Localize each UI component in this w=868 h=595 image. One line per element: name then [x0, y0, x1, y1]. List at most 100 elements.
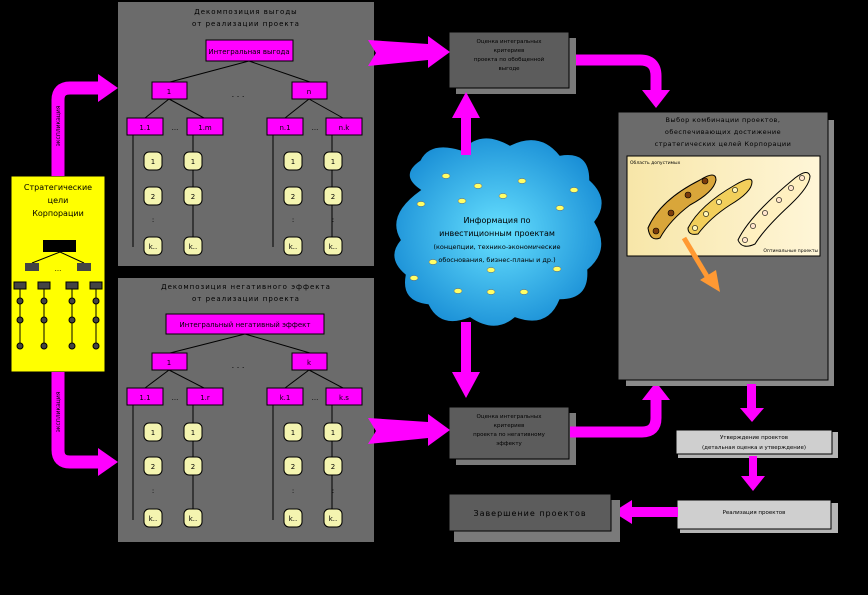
svg-text::: :: [192, 487, 194, 495]
approve-line-1: Утверждение проектов: [720, 435, 788, 441]
benefit-l1-n: n: [307, 88, 311, 96]
negative-l2-1-1: 1.1: [139, 394, 150, 402]
cloud-line-2: инвестиционным проектам: [439, 229, 555, 238]
panel-to-eval-arrows: [368, 36, 450, 446]
svg-text:...: ...: [172, 124, 179, 132]
benefit-leaf: 2: [191, 193, 195, 201]
mini-dots: ...: [55, 265, 62, 273]
strategic-goals-title-2: цели: [48, 196, 69, 205]
svg-text::: :: [152, 216, 154, 224]
selection-title-1: Выбор комбинации проектов,: [666, 116, 781, 124]
negative-root-node: Интегральный негативный эффект: [180, 321, 311, 329]
negative-title-2: от реализации проекта: [192, 295, 300, 303]
implement-to-finish-arrow: [613, 500, 678, 524]
eval-benefit-line-3: проекта по обобщенной: [474, 56, 545, 63]
optimization-arrow: [681, 236, 720, 292]
eval-to-selection-arrows: [570, 54, 670, 438]
benefit-l2-1-m: 1.m: [198, 124, 212, 132]
eval-benefit-line-4: выгоде: [498, 66, 520, 72]
decompose-label-top: экспликация: [55, 105, 62, 146]
benefit-l2-1-1: 1.1: [139, 124, 150, 132]
benefit-title-1: Декомпозиция выгоды: [194, 8, 297, 16]
benefit-title-2: от реализации проекта: [192, 20, 300, 28]
negative-l1-k: k: [307, 359, 312, 367]
cloud-eval-arrows: [452, 92, 480, 398]
benefit-l2-n-1: n.1: [279, 124, 290, 132]
benefit-leaf: k..: [289, 243, 298, 251]
decompose-label-bottom: экспликация: [55, 391, 62, 432]
benefit-leaf: 1: [331, 158, 335, 166]
selection-title-2: обеспечивающих достижение: [665, 128, 781, 136]
benefit-leaf: 1: [291, 158, 295, 166]
benefit-leaf: k..: [149, 243, 158, 251]
benefit-leaf: 2: [331, 193, 335, 201]
svg-text::: :: [292, 216, 294, 224]
benefit-leaf: 1: [151, 158, 155, 166]
negative-leaf: 2: [291, 463, 295, 471]
svg-text:...: ...: [172, 394, 179, 402]
benefit-leaf: 2: [291, 193, 295, 201]
svg-text::: :: [292, 487, 294, 495]
strategic-goals-box: Стратегические цели Корпорации ...: [10, 175, 106, 373]
eval-negative-box: Оценка интегральных критериев проекта по…: [448, 406, 576, 465]
negative-leaf: k..: [149, 515, 158, 523]
eval-negative-line-3: проекта по негативному: [473, 432, 546, 438]
svg-text:...: ...: [312, 124, 319, 132]
svg-text::: :: [192, 216, 194, 224]
negative-leaf: 2: [191, 463, 195, 471]
eval-benefit-box: Оценка интегральных критериев проекта по…: [448, 31, 576, 94]
negative-l1-1: 1: [167, 359, 171, 367]
eval-negative-line-1: Оценка интегральных: [477, 414, 543, 420]
left-arrows: экспликация экспликация: [51, 74, 118, 476]
implement-label: Реализация проектов: [723, 510, 786, 516]
benefit-root-node: Интегральная выгода: [208, 48, 289, 56]
negative-leaf: 2: [331, 463, 335, 471]
negative-leaf: k..: [289, 515, 298, 523]
strategic-goals-title-1: Стратегические: [24, 183, 92, 192]
finish-box: Завершение проектов: [448, 493, 620, 542]
cloud-line-4: обоснования, бизнес-планы и др.): [438, 256, 555, 264]
benefit-l1-dots: . . .: [232, 90, 245, 99]
eval-benefit-line-1: Оценка интегральных: [477, 39, 543, 45]
benefit-l2-n-k: n.k: [339, 124, 351, 132]
mini-root-node: [43, 240, 76, 252]
project-points: [652, 175, 805, 243]
benefit-decomposition-panel: Декомпозиция выгоды от реализации проект…: [118, 2, 374, 266]
benefit-leaf: 2: [151, 193, 155, 201]
negative-l2-k-s: k.s: [339, 394, 349, 402]
project-info-cloud: Информация по инвестиционным проектам (к…: [392, 136, 604, 328]
approve-line-2: (детальная оценка и утверждение): [702, 445, 806, 451]
svg-text:...: ...: [312, 394, 319, 402]
mini-tree-leaves: [13, 281, 103, 350]
cloud-line-1: Информация по: [463, 216, 530, 225]
negative-leaf: 1: [151, 429, 155, 437]
negative-leaf: k..: [189, 515, 198, 523]
svg-text::: :: [332, 487, 334, 495]
negative-l2-1-r: 1.r: [200, 394, 210, 402]
finish-label: Завершение проектов: [473, 509, 586, 518]
selection-to-approve-arrow: [740, 384, 764, 422]
negative-leaf: 2: [151, 463, 155, 471]
approve-box: Утверждение проектов (детальная оценка и…: [675, 429, 838, 458]
eval-benefit-line-2: критериев: [494, 48, 525, 54]
selection-title-3: стратегических целей Корпорации: [655, 140, 792, 148]
benefit-l1-1: 1: [167, 88, 171, 96]
svg-text::: :: [152, 487, 154, 495]
strategic-goals-title-3: Корпорации: [32, 209, 84, 218]
negative-leaf: 1: [331, 429, 335, 437]
cloud-line-3: (концепции, технико-экономические: [433, 243, 560, 251]
implement-box: Реализация проектов: [676, 499, 838, 533]
project-selection-panel: Выбор комбинации проектов, обеспечивающи…: [617, 111, 834, 386]
eval-negative-line-2: критериев: [494, 423, 525, 429]
negative-leaf: 1: [291, 429, 295, 437]
benefit-leaf: k..: [189, 243, 198, 251]
mini-node-n: [77, 263, 91, 271]
approve-to-implement-arrow: [741, 456, 765, 491]
negative-l1-dots: . . .: [232, 361, 245, 370]
negative-leaf: k..: [329, 515, 338, 523]
negative-leaf: 1: [191, 429, 195, 437]
chart-caption-bottom: Оптимальные проекты: [763, 248, 818, 254]
chart-caption-top: Область допустимых: [630, 160, 681, 166]
negative-l2-k-1: k.1: [280, 394, 291, 402]
